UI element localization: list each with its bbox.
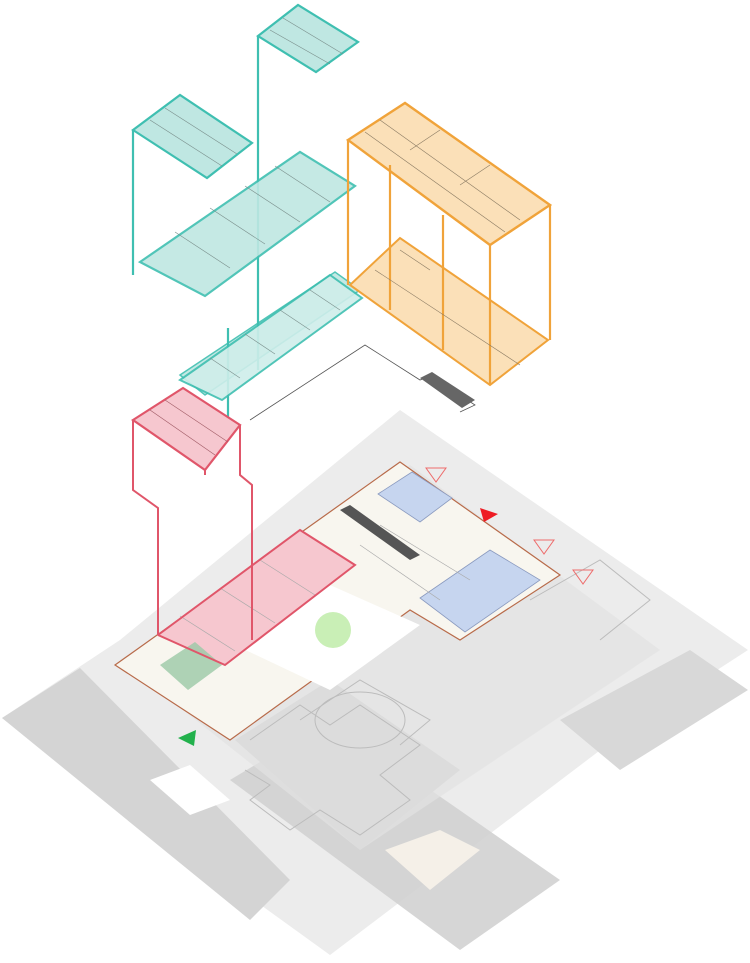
ground-interior-lines	[179, 524, 471, 652]
ground-markers	[178, 467, 594, 746]
red-interior-lines	[149, 399, 229, 456]
courtyard-tree	[315, 612, 351, 648]
neighbour-block	[235, 680, 460, 850]
neighbour-outlines	[244, 559, 651, 836]
ground-red-outline	[157, 528, 357, 667]
road-right	[560, 650, 748, 770]
red-frame-right	[239, 425, 253, 640]
access-marker-2	[533, 539, 555, 555]
first-floor-orange-block	[348, 236, 550, 387]
ground-dark-wall	[340, 505, 420, 560]
first-floor-dark-wall	[420, 372, 475, 408]
teal-plates	[131, 3, 364, 402]
orange-verticals	[346, 140, 552, 385]
ground-green-room	[160, 642, 222, 690]
teal-interior-lines	[149, 17, 344, 379]
ground-blue-room-1	[377, 471, 453, 523]
neighbour-outline-3	[529, 559, 651, 641]
teal-plate-top	[256, 3, 360, 74]
teal-plate-middle	[137, 150, 357, 298]
entry-marker-green	[178, 730, 196, 746]
entry-marker-red	[480, 508, 498, 522]
orange-plate-top	[345, 101, 553, 247]
ground-red-frame	[157, 528, 357, 667]
red-block	[131, 386, 253, 640]
teal-plate-left-upper	[131, 93, 254, 180]
access-marker-1	[425, 467, 447, 483]
ground-floor	[113, 461, 562, 741]
road-left	[2, 668, 290, 920]
neighbour-outline-2	[299, 679, 431, 746]
orange-interior-lines	[364, 119, 521, 366]
neighbour-circle	[314, 691, 406, 749]
white-notch	[150, 765, 230, 815]
neighbour-outline-1	[244, 704, 421, 836]
access-marker-3	[572, 569, 594, 585]
light-patch	[385, 830, 480, 890]
red-frame-left	[132, 420, 159, 635]
ground-blue-room-2	[419, 549, 541, 633]
red-plate-top	[131, 386, 242, 472]
orange-block	[345, 101, 553, 385]
